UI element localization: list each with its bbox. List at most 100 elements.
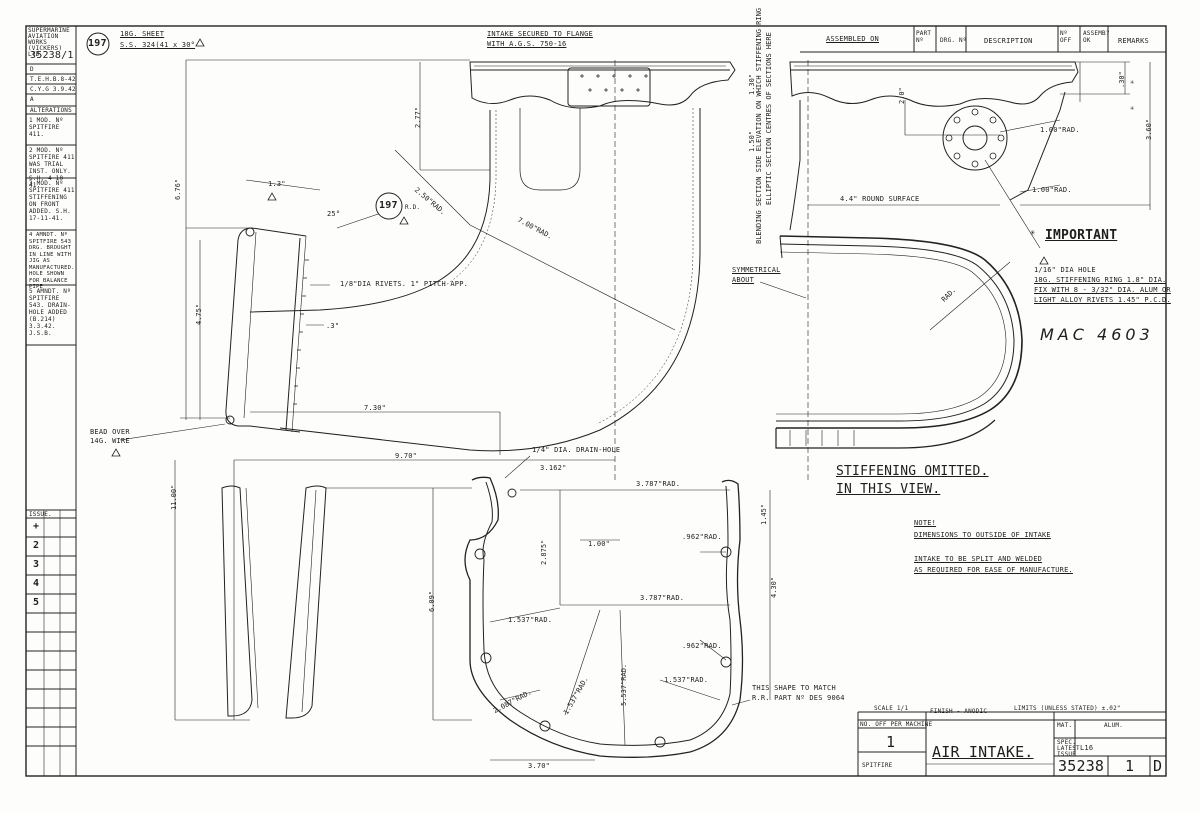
note-blending: BLENDING SECTION SIDE ELEVATION ON WHICH… bbox=[755, 7, 763, 244]
title-issue-letter: D bbox=[1153, 757, 1163, 775]
title-material-value: ALUM. bbox=[1104, 722, 1124, 729]
note-shape-2: R.R. PART Nº DES 9064 bbox=[752, 694, 845, 702]
dim-3-162: 3.162" bbox=[540, 464, 567, 472]
alterations-title: ALTERATIONS bbox=[30, 107, 72, 114]
note-bead-over: BEAD OVER bbox=[90, 428, 130, 436]
checked-by: C.Y.G 3.9.42 bbox=[30, 86, 76, 93]
alteration-4: 4 AMNDT. Nº SPITFIRE 543 DRG. BROUGHT IN… bbox=[29, 232, 75, 290]
issuer-name: SUPERMARINE AVIATION WORKS (VICKERS) LTD… bbox=[28, 27, 70, 58]
dim-11-00: 11.00" bbox=[170, 484, 178, 510]
title-drawing-number: 35238 bbox=[1058, 757, 1105, 775]
title-spec-label: SPEC. LATEST ISSUE bbox=[1057, 739, 1080, 758]
title-finish: FINISH - ANODIC bbox=[930, 708, 988, 715]
part-number-top: 197 bbox=[88, 38, 107, 49]
title-limits: LIMITS (UNLESS STATED) ±.02" bbox=[1014, 705, 1121, 712]
title-spec-value: L16 bbox=[1080, 744, 1094, 752]
header-description: DESCRIPTION bbox=[984, 37, 1033, 45]
drawing-number-left: 35238/1 bbox=[30, 50, 74, 61]
note-stiffening-2: IN THIS VIEW. bbox=[836, 482, 941, 497]
note-important-1: 18G. STIFFENING RING 1.8" DIA. bbox=[1034, 276, 1167, 284]
dim-6-76: 6.76" bbox=[174, 178, 182, 200]
note-dimensions: DIMENSIONS TO OUTSIDE OF INTAKE bbox=[914, 531, 1051, 539]
note-important-2: FIX WITH 8 - 3/32" DIA. ALUM OR bbox=[1034, 286, 1171, 294]
dim-5-537-rad: 5.537"RAD. bbox=[620, 663, 628, 706]
dim-4-75: 4.75" bbox=[195, 303, 203, 325]
part-bubble-top bbox=[86, 32, 110, 56]
dim-3-60: 3.60" bbox=[1145, 118, 1153, 140]
note-centres: ELLIPTIC SECTION CENTRES OF SECTIONS HER… bbox=[765, 32, 773, 205]
flange-top-right bbox=[789, 61, 1079, 107]
elbow-outer-curve bbox=[279, 108, 701, 452]
issue-4: 4 bbox=[33, 578, 40, 589]
bead-wire bbox=[225, 415, 235, 425]
note-rd: R.D. bbox=[405, 204, 421, 211]
approved-by: A bbox=[30, 96, 34, 103]
alteration-2: 2 MOD. Nº SPITFIRE 411 WAS TRIAL INST. O… bbox=[29, 147, 75, 189]
note-important-3: LIGHT ALLOY RIVETS 1.45" P.C.D. bbox=[1034, 296, 1171, 304]
dim-1-45: 1.45" bbox=[760, 503, 768, 525]
dim-2-875: 2.875" bbox=[540, 539, 548, 565]
title-sheet-number: 1 bbox=[1125, 757, 1135, 775]
dim-1-537-rad-2: 1.537"RAD. bbox=[664, 676, 709, 684]
u-section-outer bbox=[776, 235, 1023, 429]
issue-title: ISSUE. bbox=[29, 511, 52, 518]
header-remarks: REMARKS bbox=[1118, 37, 1149, 45]
drawn-by: D bbox=[30, 66, 34, 73]
dim-1-30: 1.30" bbox=[748, 73, 756, 95]
part-bubble-middle bbox=[375, 192, 403, 220]
note-rivets: 1/8"DIA RIVETS. 1" PITCH APP. bbox=[340, 280, 469, 288]
note-with-ags: WITH A.G.S. 750-16 bbox=[487, 40, 567, 48]
dim-1-537-rad: 1.537"RAD. bbox=[508, 616, 553, 624]
dim-1-3: 1.3" bbox=[268, 180, 286, 188]
issue-3: 3 bbox=[33, 559, 40, 570]
title-scale: SCALE 1/1 bbox=[874, 705, 909, 712]
dim-3-70: 3.70" bbox=[528, 762, 551, 770]
flange-top-left bbox=[469, 61, 736, 109]
stiffening-ring bbox=[942, 105, 1008, 171]
note-note: NOTE! bbox=[914, 519, 937, 527]
dim-4-30: 4.30" bbox=[770, 576, 778, 598]
note-hole: 1/16" DIA HOLE bbox=[1034, 266, 1096, 274]
header-drg-no: DRG. Nº bbox=[940, 37, 967, 44]
traced-by: T.E.H.B.8-42 bbox=[30, 76, 76, 83]
title-material-label: MAT. bbox=[1057, 722, 1073, 729]
material-line-2: S.S. 324(41 x 30° bbox=[120, 41, 196, 49]
dim-3-787-rad-2: 3.787"RAD. bbox=[640, 594, 685, 602]
title-machine: SPITFIRE bbox=[862, 762, 893, 769]
alteration-1: 1 MOD. Nº SPITFIRE 411. bbox=[29, 117, 64, 138]
inlet-mouth bbox=[225, 227, 253, 427]
dim-0-962-rad-2: .962"RAD. bbox=[682, 642, 722, 650]
asterisk-icon: ✳ bbox=[1030, 228, 1036, 238]
header-assembly-ok: ASSEMB? OK bbox=[1083, 30, 1110, 44]
material-line-1: 18G. SHEET bbox=[120, 30, 165, 38]
dim-1-50: 1.50" bbox=[748, 130, 756, 152]
asterisk-icon-2: ✳ bbox=[1130, 78, 1135, 86]
asterisk-icon-3: ✳ bbox=[1130, 104, 1135, 112]
note-mac: MAC 4603 bbox=[1040, 325, 1154, 344]
dim-1-00: 1.00" bbox=[588, 540, 611, 548]
outer-border bbox=[25, 25, 1167, 777]
dim-1-00-rad-2: 1.00"RAD. bbox=[1032, 186, 1072, 194]
header-part-no: PART Nº bbox=[916, 30, 932, 44]
dim-0-30: .30" bbox=[1118, 71, 1126, 88]
elbow-inner-curve bbox=[249, 110, 491, 313]
plan-flange-outline bbox=[464, 476, 744, 758]
issue-1: + bbox=[33, 521, 40, 532]
note-wire: 14G. WIRE bbox=[90, 437, 130, 445]
alteration-3: 3 MOD. Nº SPITFIRE 411 STIFFENING ON FRO… bbox=[29, 180, 75, 222]
issue-2: 2 bbox=[33, 540, 40, 551]
header-assembled-on: ASSEMBLED ON bbox=[826, 35, 879, 43]
plan-left-mouth bbox=[221, 485, 253, 717]
dim-3-787-rad: 3.787"RAD. bbox=[636, 480, 681, 488]
note-drain-hole: 1/4" DIA. DRAIN-HOLE bbox=[532, 446, 621, 454]
dim-0-3: .3" bbox=[326, 322, 340, 330]
dim-0-962-rad: .962"RAD. bbox=[682, 533, 722, 541]
note-round-surface: 4.4" ROUND SURFACE bbox=[840, 195, 920, 203]
note-stiffening-1: STIFFENING OMITTED. bbox=[836, 464, 989, 479]
part-number-middle: 197 bbox=[379, 200, 398, 211]
header-no-off: Nº OFF bbox=[1060, 30, 1072, 44]
note-intake-secured: INTAKE SECURED TO FLANGE bbox=[487, 30, 593, 38]
note-split-1: INTAKE TO BE SPLIT AND WELDED bbox=[914, 555, 1043, 563]
